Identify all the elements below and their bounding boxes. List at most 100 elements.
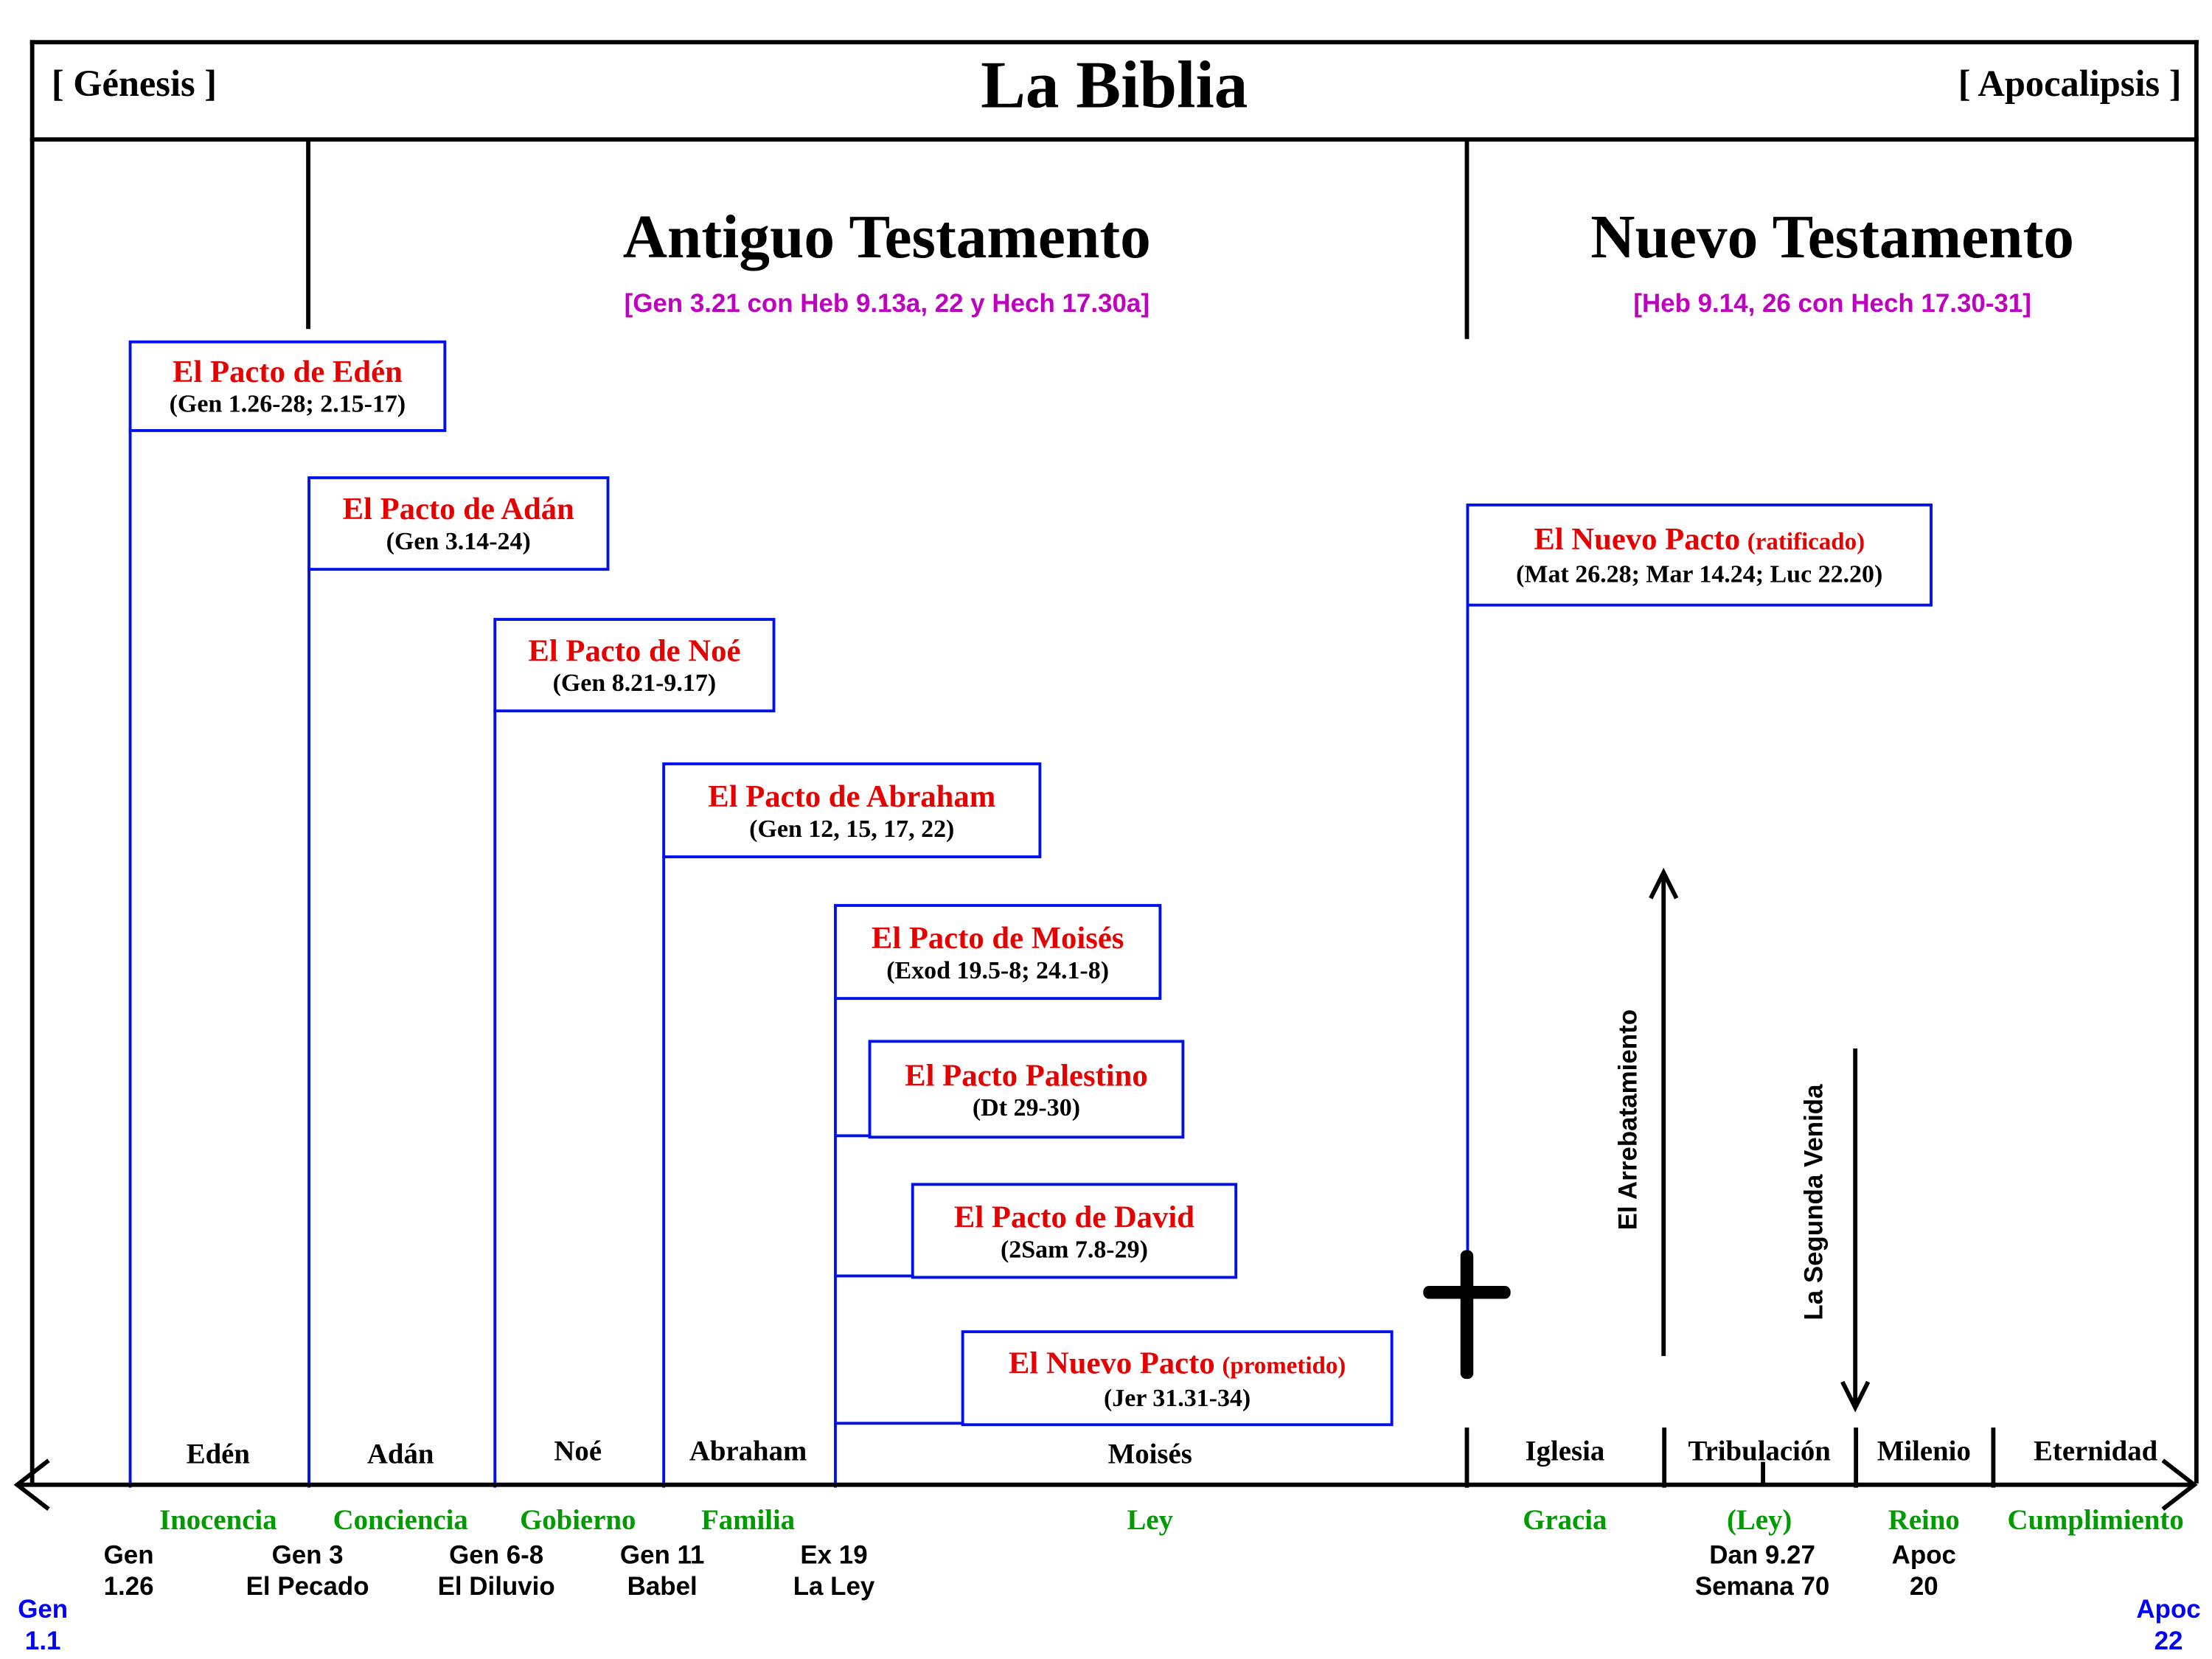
event-line1: Gen — [103, 1540, 154, 1570]
period-eden: Edén — [186, 1439, 250, 1471]
covenant-ref: (Gen 3.14-24) — [386, 526, 531, 555]
drop-line-noe — [493, 709, 497, 1488]
event-line1: Gen 11 — [619, 1540, 705, 1570]
covenant-title-text: El Nuevo Pacto — [1008, 1343, 1215, 1380]
old-testament-title: Antiguo Testamento — [622, 204, 1151, 272]
covenant-title: El Pacto Palestino — [905, 1056, 1148, 1093]
covenant-title: El Pacto de Noé — [528, 632, 741, 668]
event-line2: Babel — [627, 1572, 698, 1601]
timeline-right-arrowhead-icon — [2161, 1458, 2198, 1512]
page-title: La Biblia — [981, 48, 1248, 123]
dispensation-conciencia: Conciencia — [333, 1504, 468, 1537]
covenant-ref: (Exod 19.5-8; 24.1-8) — [886, 954, 1110, 984]
event-line2: El Pecado — [246, 1572, 369, 1601]
dispensation-inocencia: Inocencia — [159, 1504, 277, 1537]
period-eternidad: Eternidad — [2034, 1436, 2158, 1468]
rapture-arrowhead-icon — [1649, 867, 1679, 900]
covenant-box-abraham: El Pacto de Abraham (Gen 12, 15, 17, 22) — [662, 762, 1042, 858]
cross-icon — [1423, 1286, 1511, 1299]
connector-david — [834, 1274, 914, 1278]
covenant-title: El Pacto de Edén — [173, 353, 403, 389]
event-line2: La Ley — [793, 1572, 875, 1601]
covenant-ref: (Gen 12, 15, 17, 22) — [749, 813, 955, 842]
covenant-box-david: El Pacto de David (2Sam 7.8-29) — [911, 1183, 1238, 1279]
covenant-title: El Pacto de Adán — [342, 490, 574, 526]
period-iglesia: Iglesia — [1525, 1436, 1605, 1468]
event-line1: Gen 6-8 — [449, 1540, 544, 1570]
covenant-box-nuevo-pacto-ratificado: El Nuevo Pacto(ratificado) (Mat 26.28; M… — [1466, 503, 1933, 607]
covenant-title: El Nuevo Pacto(ratificado) — [1469, 521, 1930, 559]
timeline-end-ref: Apoc 22 — [2126, 1593, 2211, 1656]
start-line1: Gen — [18, 1595, 69, 1624]
drop-line-adan — [307, 568, 310, 1488]
dispensation-ley-trib: (Ley) — [1727, 1504, 1792, 1537]
covenant-title-suffix: (ratificado) — [1747, 527, 1865, 555]
old-testament-subtitle: [Gen 3.21 con Heb 9.13a, 22 y Hech 17.30… — [624, 288, 1150, 318]
tick-dan-9-27 — [1761, 1461, 1765, 1485]
connector-nuevo-pacto-prometido — [834, 1422, 964, 1425]
covenant-ref: (Mat 26.28; Mar 14.24; Luc 22.20) — [1516, 559, 1883, 588]
dispensation-reino: Reino — [1888, 1504, 1960, 1537]
event-line2: Semana 70 — [1694, 1572, 1830, 1601]
event-dan-9-27: Dan 9.27 Semana 70 — [1655, 1539, 1870, 1601]
covenant-box-nuevo-pacto-prometido: El Nuevo Pacto(prometido) (Jer 31.31-34) — [961, 1330, 1394, 1427]
covenant-ref: (Jer 31.31-34) — [1103, 1382, 1251, 1411]
header-divider-line — [29, 137, 2199, 142]
dispensation-gracia: Gracia — [1523, 1504, 1607, 1537]
dispensation-ley: Ley — [1127, 1504, 1174, 1537]
period-tribulacion: Tribulación — [1688, 1436, 1831, 1468]
new-testament-title: Nuevo Testamento — [1590, 204, 2075, 272]
event-gen-3: Gen 3 El Pecado — [207, 1539, 408, 1601]
drop-line-nuevo-pacto-ratificado — [1466, 603, 1470, 1253]
second-coming-arrowhead-icon — [1840, 1380, 1871, 1413]
old-testament-divider — [306, 142, 310, 330]
new-testament-subtitle: [Heb 9.14, 26 con Hech 17.30-31] — [1633, 288, 2031, 318]
tick-milenio-eternidad — [1991, 1427, 1996, 1488]
connector-palestino — [834, 1134, 872, 1138]
event-gen-11: Gen 11 Babel — [562, 1539, 762, 1601]
drop-line-moises — [834, 997, 837, 1488]
tick-iglesia-tribulacion — [1662, 1427, 1667, 1488]
covenant-box-noe: El Pacto de Noé (Gen 8.21-9.17) — [493, 618, 776, 713]
event-gen-6-8: Gen 6-8 El Diluvio — [389, 1539, 604, 1601]
event-line1: Gen 3 — [271, 1540, 344, 1570]
event-gen-1-26: Gen 1.26 — [43, 1539, 215, 1601]
covenant-ref: (2Sam 7.8-29) — [1000, 1234, 1148, 1263]
cross-icon — [1460, 1250, 1474, 1380]
outer-frame — [29, 40, 2199, 1484]
covenant-box-moises: El Pacto de Moisés (Exod 19.5-8; 24.1-8) — [834, 904, 1162, 1001]
period-milenio: Milenio — [1877, 1436, 1971, 1468]
event-line1: Dan 9.27 — [1709, 1540, 1815, 1570]
period-noe: Noé — [554, 1436, 602, 1468]
start-line2: 1.1 — [24, 1626, 61, 1655]
event-line2: 20 — [1909, 1572, 1938, 1601]
event-ex-19: Ex 19 La Ley — [734, 1539, 934, 1601]
timeline-start-ref: Gen 1.1 — [0, 1593, 86, 1656]
period-adan: Adán — [366, 1439, 434, 1471]
covenant-title: El Pacto de Abraham — [708, 777, 996, 813]
drop-line-abraham — [662, 855, 666, 1488]
period-abraham: Abraham — [689, 1436, 807, 1468]
covenant-ref: (Dt 29-30) — [972, 1092, 1081, 1121]
end-line1: Apoc — [2136, 1595, 2201, 1624]
drop-line-eden — [128, 429, 132, 1488]
dispensation-gobierno: Gobierno — [520, 1504, 636, 1537]
period-moises: Moisés — [1107, 1439, 1192, 1471]
end-line2: 22 — [2154, 1626, 2183, 1655]
genesis-bracket-label: [ Génesis ] — [51, 63, 218, 105]
covenant-title-suffix: (prometido) — [1222, 1351, 1346, 1379]
apocalipsis-bracket-label: [ Apocalipsis ] — [1958, 63, 2182, 105]
covenant-title: El Nuevo Pacto(prometido) — [964, 1344, 1391, 1382]
tick-moises-iglesia — [1464, 1427, 1470, 1488]
testament-boundary-divider — [1464, 142, 1470, 339]
covenant-ref: (Gen 8.21-9.17) — [552, 667, 717, 697]
covenant-box-eden: El Pacto de Edén (Gen 1.26-28; 2.15-17) — [128, 340, 447, 432]
covenant-ref: (Gen 1.26-28; 2.15-17) — [169, 389, 406, 418]
dispensation-familia: Familia — [701, 1504, 796, 1537]
covenant-box-palestino: El Pacto Palestino (Dt 29-30) — [868, 1040, 1185, 1139]
tick-tribulacion-milenio — [1854, 1427, 1859, 1488]
covenant-box-adan: El Pacto de Adán (Gen 3.14-24) — [307, 476, 610, 571]
event-line1: Ex 19 — [800, 1540, 868, 1570]
